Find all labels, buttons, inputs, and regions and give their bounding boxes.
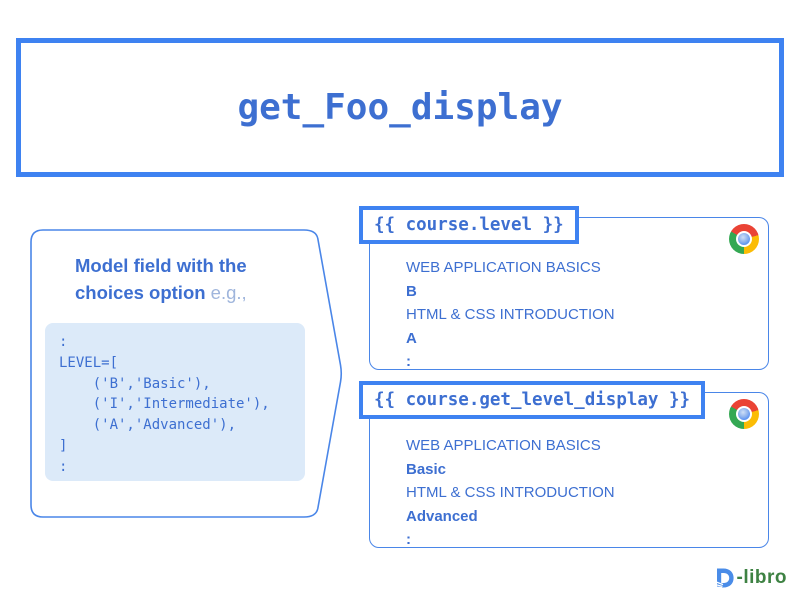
template-tag-get-level-display: {{ course.get_level_display }} <box>359 381 706 419</box>
panel-heading-bold: Model field with the choices option <box>75 255 247 303</box>
code-line: ] <box>59 437 68 454</box>
title-banner: get_Foo_display <box>16 38 784 177</box>
code-line: : <box>59 334 68 350</box>
chrome-icon <box>729 224 759 254</box>
code-line: : <box>59 458 68 475</box>
panel-heading: Model field with the choices option e.g.… <box>75 252 315 306</box>
output-line: HTML & CSS INTRODUCTION <box>406 484 615 501</box>
template-tag-course-level: {{ course.level }} <box>359 206 579 244</box>
output-line: : <box>406 353 411 370</box>
dlibro-logo-icon <box>712 568 734 589</box>
output-line: A <box>406 329 417 347</box>
output-line: WEB APPLICATION BASICS <box>406 437 601 454</box>
output-line: Advanced <box>406 507 478 525</box>
code-line: ('I','Intermediate'), <box>59 396 270 413</box>
code-line: ('A','Advanced'), <box>59 417 237 434</box>
output-box-get-level-display: {{ course.get_level_display }} WEB APPLI… <box>359 381 769 548</box>
dlibro-logo-text: -libro <box>736 567 787 588</box>
code-line: LEVEL=[ <box>59 354 119 371</box>
browser-output-lines: WEB APPLICATION BASICS B HTML & CSS INTR… <box>370 218 768 374</box>
output-box-course-level: {{ course.level }} WEB APPLICATION BASIC… <box>359 206 769 370</box>
output-line: Basic <box>406 460 447 478</box>
panel-heading-suffix: e.g., <box>205 282 247 303</box>
output-line: B <box>406 282 417 300</box>
output-line: HTML & CSS INTRODUCTION <box>406 306 615 323</box>
page-title: get_Foo_display <box>237 87 563 128</box>
output-line: WEB APPLICATION BASICS <box>406 259 601 276</box>
code-line: ('B','Basic'), <box>59 375 211 392</box>
model-field-panel: Model field with the choices option e.g.… <box>30 229 346 519</box>
output-line: : <box>406 531 411 548</box>
dlibro-logo: -libro <box>712 566 788 590</box>
choices-code-block: : LEVEL=[ ('B','Basic'), ('I','Intermedi… <box>45 323 305 481</box>
browser-output-lines: WEB APPLICATION BASICS Basic HTML & CSS … <box>370 393 768 552</box>
chrome-icon <box>729 399 759 429</box>
